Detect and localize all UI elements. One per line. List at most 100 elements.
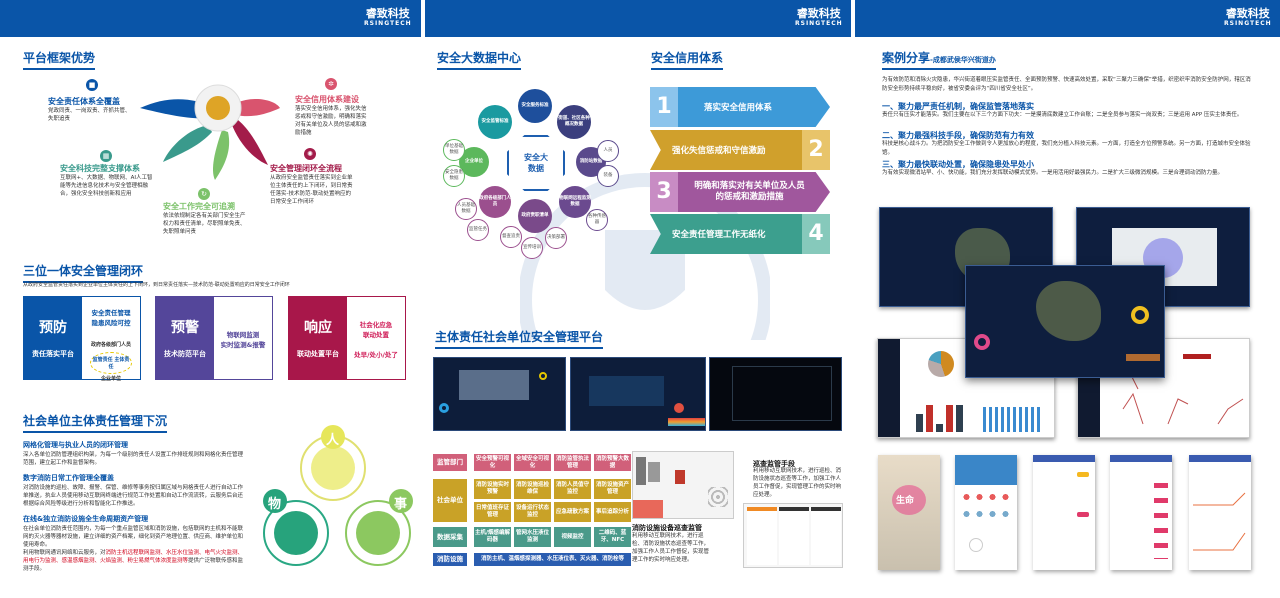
petal-green [212,130,230,180]
item-title: 安全信用体系建设 [295,95,359,104]
response-box: 响应联动处置平台 社会化应急联动处置处早/处小/处了 [288,296,406,380]
bigdata-center: 安全大数据 [507,135,565,191]
circle-label-events: 事 [394,497,408,512]
item-desc: 党政同责、一岗双责、齐抓共管、失职追责 [48,108,131,122]
section-title-social: 社会单位主体责任管理下沉 [23,412,168,433]
grid-cell: 消防人员值守监控 [554,479,591,499]
section-title-framework: 平台框架优势 [23,49,96,70]
leaf-node: 各种传感器 [586,209,608,231]
app-poster: 生命 [878,455,940,570]
grid-cell: 消防监管执法管理 [554,454,591,471]
item-title: 安全工作完全可追溯 [163,202,235,211]
leaf-node: 宣传培训 [521,237,543,259]
grid-row-label: 监管部门 [433,454,467,471]
section-title-platform: 主体责任社会单位安全管理平台 [435,328,604,349]
mobile-app-screenshots [743,503,843,568]
subsection-title: 网格化管理与执业人员的闭环管理 [23,441,128,449]
node: 安全监管标准 [478,105,512,139]
case-point-text: 科技是核心战斗力。为把消防安全工作做到令人更加放心的程度，我们充分植入科技元素。… [882,141,1251,156]
app-chart-screen [1189,455,1251,570]
prevention-box: 预防责任落实平台 安全责任管理隐患风险可控 政府各级部门人员 监管责任 主体责任… [23,296,141,382]
lock-icon: ■ [86,79,98,91]
grid-cell: 消防设施巡检维保 [514,479,551,499]
people-things-events-diagram [263,425,413,566]
grid-cell: 二维码、蓝牙、NFC [594,527,631,547]
case-point-title: 一、聚力最严责任机制，确保监管落地落实 [882,102,1034,111]
grid-cell: 管网水压液位监测 [514,527,551,547]
item-title: 安全责任体系全覆盖 [48,97,120,106]
refresh-icon: ↻ [198,188,210,200]
remote-text: 利用移动互联网技术，进行巡检、消防设施状态巡查等工作，加强工作人员工作督促，实现… [632,533,710,563]
node: 政府责职清单 [518,199,552,233]
grid-cell: 主机/烟感编解码器 [474,527,511,547]
subsection-title: 在线&独立消防设施全生命周期资产管理 [23,515,149,523]
patrol-title: 巡查监管手段 [753,460,795,468]
grid-cell: 消防预警大数据 [594,454,631,471]
trinity-subtitle: 从政府安全监管责任落实到企业单位主体责任的上下闭环，到日常责任落实—技术防范-联… [23,282,290,288]
section-title-credit: 安全信用体系 [651,49,724,70]
case-point-title: 二、聚力最强科技手段，确保防范有力有效 [882,131,1034,140]
window-icon: ▦ [100,150,112,162]
platform-screenshot-map [570,357,706,431]
leaf-node: 人员 [597,140,619,162]
grid-cell: 视频监控 [554,527,591,547]
case-intro: 为有效防范和消除火灾隐患，华兴街道着眼压实监管责任、全面预防预警、快速高效处置，… [882,77,1251,92]
search-phone-icon [356,511,400,555]
header-bar [425,0,851,37]
circle-label-people: 人 [326,433,340,448]
globe-icon [206,96,230,120]
app-task-screen [1110,455,1172,570]
grid-cell: 消防主机、温烟感探测器、水压液位表、灭火器、消防栓等 [474,553,631,566]
grid-cell: 应急疏散方案 [554,502,591,522]
platform-screenshot-3d [433,357,566,431]
remote-title: 消防设施设备巡查监管 [632,524,702,532]
grid-row-label: 数据采集 [433,527,467,547]
section-title-case: 案例分享-成都武侯华兴街道办 [882,49,996,70]
leaf-node: 装备 [597,165,619,187]
grid-row-label: 消防设施 [433,553,467,566]
leaf-node: 监管任务 [467,219,489,241]
item-desc: 依法依规制定各有关部门安全生产权力和责任清单，尽职照单免责、失职照单问责 [163,213,246,235]
device-equipment-image [632,451,734,519]
subsection-title: 数字消防日常工作管理全覆盖 [23,474,114,482]
petal-crimson [232,120,268,165]
node: 政府各级部门人员 [479,186,511,218]
case-point-text: 为有效实现微消站早、小、快功能，我们充分发挥联动模式优势。一是用活用好最强民力。… [882,170,1224,176]
extinguisher-icon [274,511,318,555]
node: 安全服务标准 [518,89,552,123]
grid-cell: 日常值班存证管理 [474,502,511,522]
flower-diagram [140,84,280,180]
patrol-text: 利用移动互联网技术，进行巡检、消防设施状态巡查等工作，加强工作人员工作督促，实现… [753,468,842,498]
item-desc: 互联网+、大数据、物联网、AI人工智能等先进信息化技术与安全管理相融合，强化安全… [60,175,153,197]
item-desc: 落实安全信用体系，强化失信惩戒和守信激励，明确和落实对有关单位及人员的惩戒和激励… [295,106,367,136]
item-desc: 从政府安全监管责任落实到企业单位主体责任的上下闭环，到日常责任落实-技术防范-联… [270,175,353,205]
dashboard-main-overview [965,265,1165,378]
leaf-node: 督查追责 [500,226,522,248]
app-home-screen [955,455,1017,570]
header-bar [855,0,1280,37]
node: 街道、社区各种概况数据 [557,105,591,139]
subsection-text: 在社会单位消防责任范围内，为每一个重点监管区域和消防设施，包括联网的主机和不能联… [23,526,244,572]
grid-cell: 安全预警可视化 [474,454,511,471]
item-title: 安全管理闭环全流程 [270,164,342,173]
subsection-text: 深入各单位消防管理组织构架，为每一个级别的责任人设置工作排班规则和网格化责任管理… [23,452,244,466]
subsection-text: 对消防设施的巡检、故障、报警、保管、维修等事务按归属区域与网格责任人进行自动工作… [23,485,244,507]
leaf-node: 人员基础数据 [455,198,477,220]
circle-label-things: 物 [268,497,282,512]
grid-cell: 事后追踪分析 [594,502,631,522]
petal-teal [163,125,212,162]
grid-row-label: 社会单位 [433,479,467,522]
aperture-icon: ✺ [304,148,316,160]
item-title: 安全科技完整支撑体系 [60,164,140,173]
grid-cell: 消防设施实时预警 [474,479,511,499]
leaf-node: 安全隐患数据 [443,165,465,187]
leaf-node: 单位基础数据 [443,139,465,161]
person-door-icon [311,446,355,490]
case-point-title: 三、聚力最快联动处置，确保隐患处早处小 [882,160,1034,169]
